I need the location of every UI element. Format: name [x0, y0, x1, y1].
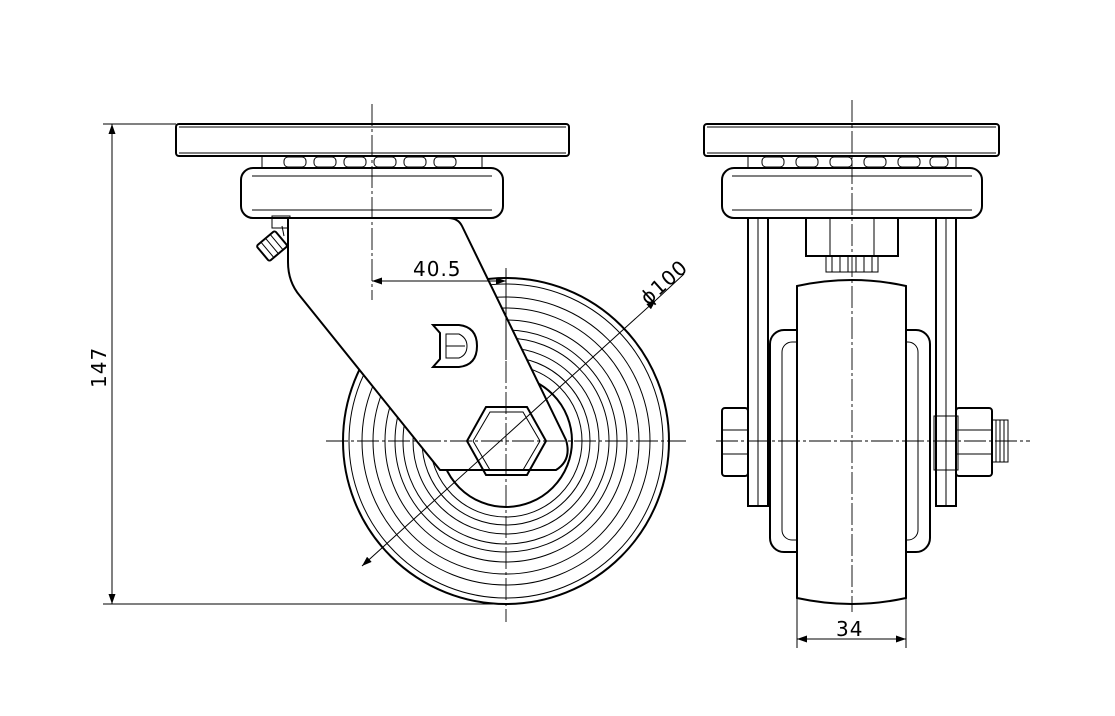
offset-dimension: 40.5	[372, 257, 507, 360]
height-dimension: 147	[87, 123, 506, 605]
width-dimension: 34	[796, 598, 907, 648]
top-plate-front	[703, 123, 1000, 157]
axle-nut-left	[721, 407, 749, 477]
height-label: 147	[87, 347, 111, 388]
width-label: 34	[836, 617, 863, 641]
grease-nipple	[256, 215, 291, 262]
centerlines-front	[716, 100, 1030, 612]
offset-label: 40.5	[413, 257, 462, 281]
diameter-label: ϕ100	[635, 255, 692, 310]
wheel-tyre-front	[796, 279, 907, 605]
top-plate-side	[175, 123, 570, 157]
axle-nut-right	[933, 407, 1009, 477]
front-view: 34	[703, 100, 1030, 648]
fork-legs-front	[747, 217, 957, 507]
fork-leg-side	[287, 217, 569, 471]
side-view: ϕ100 40.5 147	[87, 104, 692, 622]
